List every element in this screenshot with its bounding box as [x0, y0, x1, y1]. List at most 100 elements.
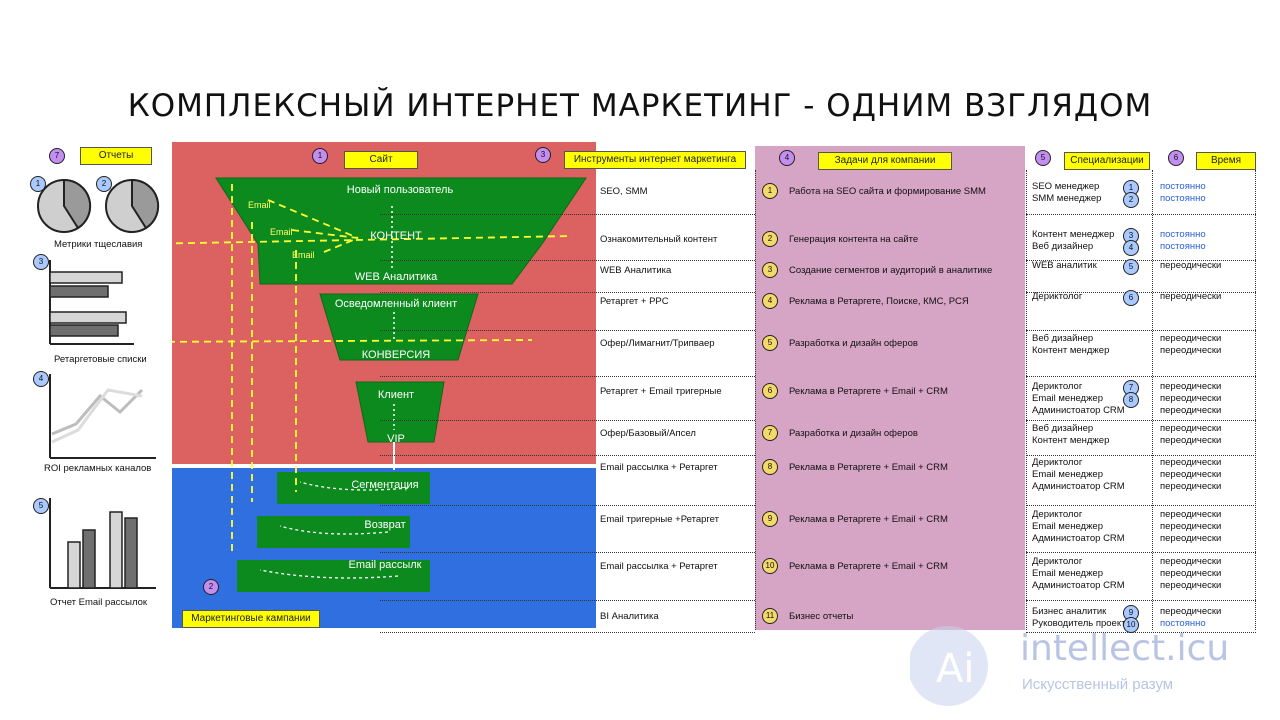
spec-label: Руководитель проекта	[1032, 618, 1131, 629]
row-separator	[1026, 292, 1256, 293]
report-caption-roi: ROI рекламных каналов	[44, 463, 152, 474]
task-number: 6	[762, 383, 778, 399]
funnel-email-label-3: Email	[292, 250, 315, 260]
task-number: 4	[762, 293, 778, 309]
time-label: переодически	[1160, 521, 1222, 532]
task-number: 3	[762, 262, 778, 278]
pie-charts	[37, 178, 160, 233]
time-label: переодически	[1160, 393, 1222, 404]
time-label: переодически	[1160, 509, 1222, 520]
funnel-aware-client: Осведомленный клиент	[334, 298, 458, 310]
watermark-logo: Ai	[910, 626, 988, 706]
tag-tools: Инструменты интернет маркетинга	[564, 151, 746, 169]
row-separator	[1026, 600, 1256, 601]
section-number-specs: 5	[1035, 150, 1051, 166]
time-label: переодически	[1160, 291, 1222, 302]
tool-label: Офер/Базовый/Апсел	[600, 428, 696, 439]
task-label: Создание сегментов и аудиторий в аналити…	[789, 265, 993, 276]
spec-label: Дериктолог	[1032, 556, 1083, 567]
spec-number: 4	[1123, 240, 1139, 256]
tag-specs: Специализации	[1064, 152, 1150, 170]
funnel-email-label-2: Email	[270, 227, 293, 237]
time-label: переодически	[1160, 345, 1222, 356]
task-label: Реклама в Ретаргете + Email + CRM	[789, 514, 948, 525]
spec-label: SMM менеджер	[1032, 193, 1102, 204]
time-label: переодически	[1160, 435, 1222, 446]
time-label: переодически	[1160, 533, 1222, 544]
row-separator	[1026, 214, 1256, 215]
row-separator	[380, 330, 755, 331]
section-number-tasks: 4	[779, 150, 795, 166]
spec-label: Администоатор CRM	[1032, 481, 1125, 492]
report-badge-2: 2	[96, 176, 112, 192]
time-label: постоянно	[1160, 181, 1206, 192]
funnel-vip: VIP	[387, 433, 405, 445]
time-label: переодически	[1160, 381, 1222, 392]
task-number: 8	[762, 459, 778, 475]
task-label: Реклама в Ретаргете, Поиске, КМС, РСЯ	[789, 296, 969, 307]
spec-label: Администоатор CRM	[1032, 580, 1125, 591]
row-separator	[1026, 632, 1256, 633]
row-separator	[380, 455, 755, 456]
section-number-reports: 7	[49, 148, 65, 164]
row-separator	[1026, 455, 1256, 456]
spec-label: Администоатор CRM	[1032, 405, 1125, 416]
time-label: переодически	[1160, 556, 1222, 567]
task-number: 1	[762, 183, 778, 199]
time-label: переодически	[1160, 469, 1222, 480]
report-caption-email: Отчет Email рассылок	[50, 597, 148, 608]
row-separator	[1026, 505, 1256, 506]
spec-label: Дериктолог	[1032, 457, 1083, 468]
tag-site: Сайт	[344, 151, 418, 169]
row-separator	[1026, 420, 1256, 421]
time-label: постоянно	[1160, 229, 1206, 240]
report-caption-retarget: Ретаргетовые списки	[54, 354, 147, 365]
page-title: КОМПЛЕКСНЫЙ ИНТЕРНЕТ МАРКЕТИНГ - ОДНИМ В…	[127, 88, 1153, 124]
tool-label: Ретаргет + Email тригерные	[600, 386, 722, 397]
task-number: 2	[762, 231, 778, 247]
row-separator	[380, 420, 755, 421]
task-label: Реклама в Ретаргете + Email + CRM	[789, 561, 948, 572]
column-border	[1255, 170, 1256, 630]
task-number: 11	[762, 608, 778, 624]
watermark-brand: intellect.icu	[1020, 628, 1230, 669]
report-badge-4: 4	[33, 371, 49, 387]
task-label: Генерация контента на сайте	[789, 234, 919, 245]
spec-label: Дериктолог	[1032, 291, 1083, 302]
time-label: переодически	[1160, 405, 1222, 416]
spec-number: 2	[1123, 192, 1139, 208]
section-number-site: 1	[312, 148, 328, 164]
campaign-return: Возврат	[364, 519, 406, 531]
column-border	[1152, 170, 1153, 630]
report-badge-1: 1	[30, 176, 46, 192]
spec-label: Контент менджер	[1032, 435, 1110, 446]
time-label: переодически	[1160, 606, 1222, 617]
spec-label: Email менеджер	[1032, 521, 1103, 532]
time-label: переодически	[1160, 580, 1222, 591]
spec-label: Email менеджер	[1032, 393, 1103, 404]
time-label: постоянно	[1160, 193, 1206, 204]
funnel-email-label-1: Email	[248, 200, 271, 210]
time-label: постоянно	[1160, 241, 1206, 252]
task-label: Разработка и дизайн оферов	[789, 428, 918, 439]
funnel-web-analytics: WEB Аналитика	[354, 271, 438, 283]
task-label: Разработка и дизайн оферов	[789, 338, 918, 349]
spec-label: Администоатор CRM	[1032, 533, 1125, 544]
task-label: Реклама в Ретаргете + Email + CRM	[789, 386, 948, 397]
tasks-area	[755, 146, 1025, 630]
column-border	[755, 170, 756, 630]
spec-number: 6	[1123, 290, 1139, 306]
tag-time: Время	[1196, 152, 1256, 170]
row-separator	[380, 376, 755, 377]
spec-label: Контент менеджер	[1032, 229, 1115, 240]
section-number-time: 6	[1168, 150, 1184, 166]
time-label: переодически	[1160, 423, 1222, 434]
campaign-segmentation: Сегментация	[351, 479, 419, 491]
task-label: Реклама в Ретаргете + Email + CRM	[789, 462, 948, 473]
spec-label: Дериктолог	[1032, 509, 1083, 520]
tool-label: Email рассылка + Ретаргет	[600, 561, 718, 572]
column-chart	[49, 498, 156, 589]
tool-label: Офер/Лимагнит/Трипваер	[600, 338, 715, 349]
tool-label: WEB Аналитика	[600, 265, 672, 276]
task-number: 7	[762, 425, 778, 441]
